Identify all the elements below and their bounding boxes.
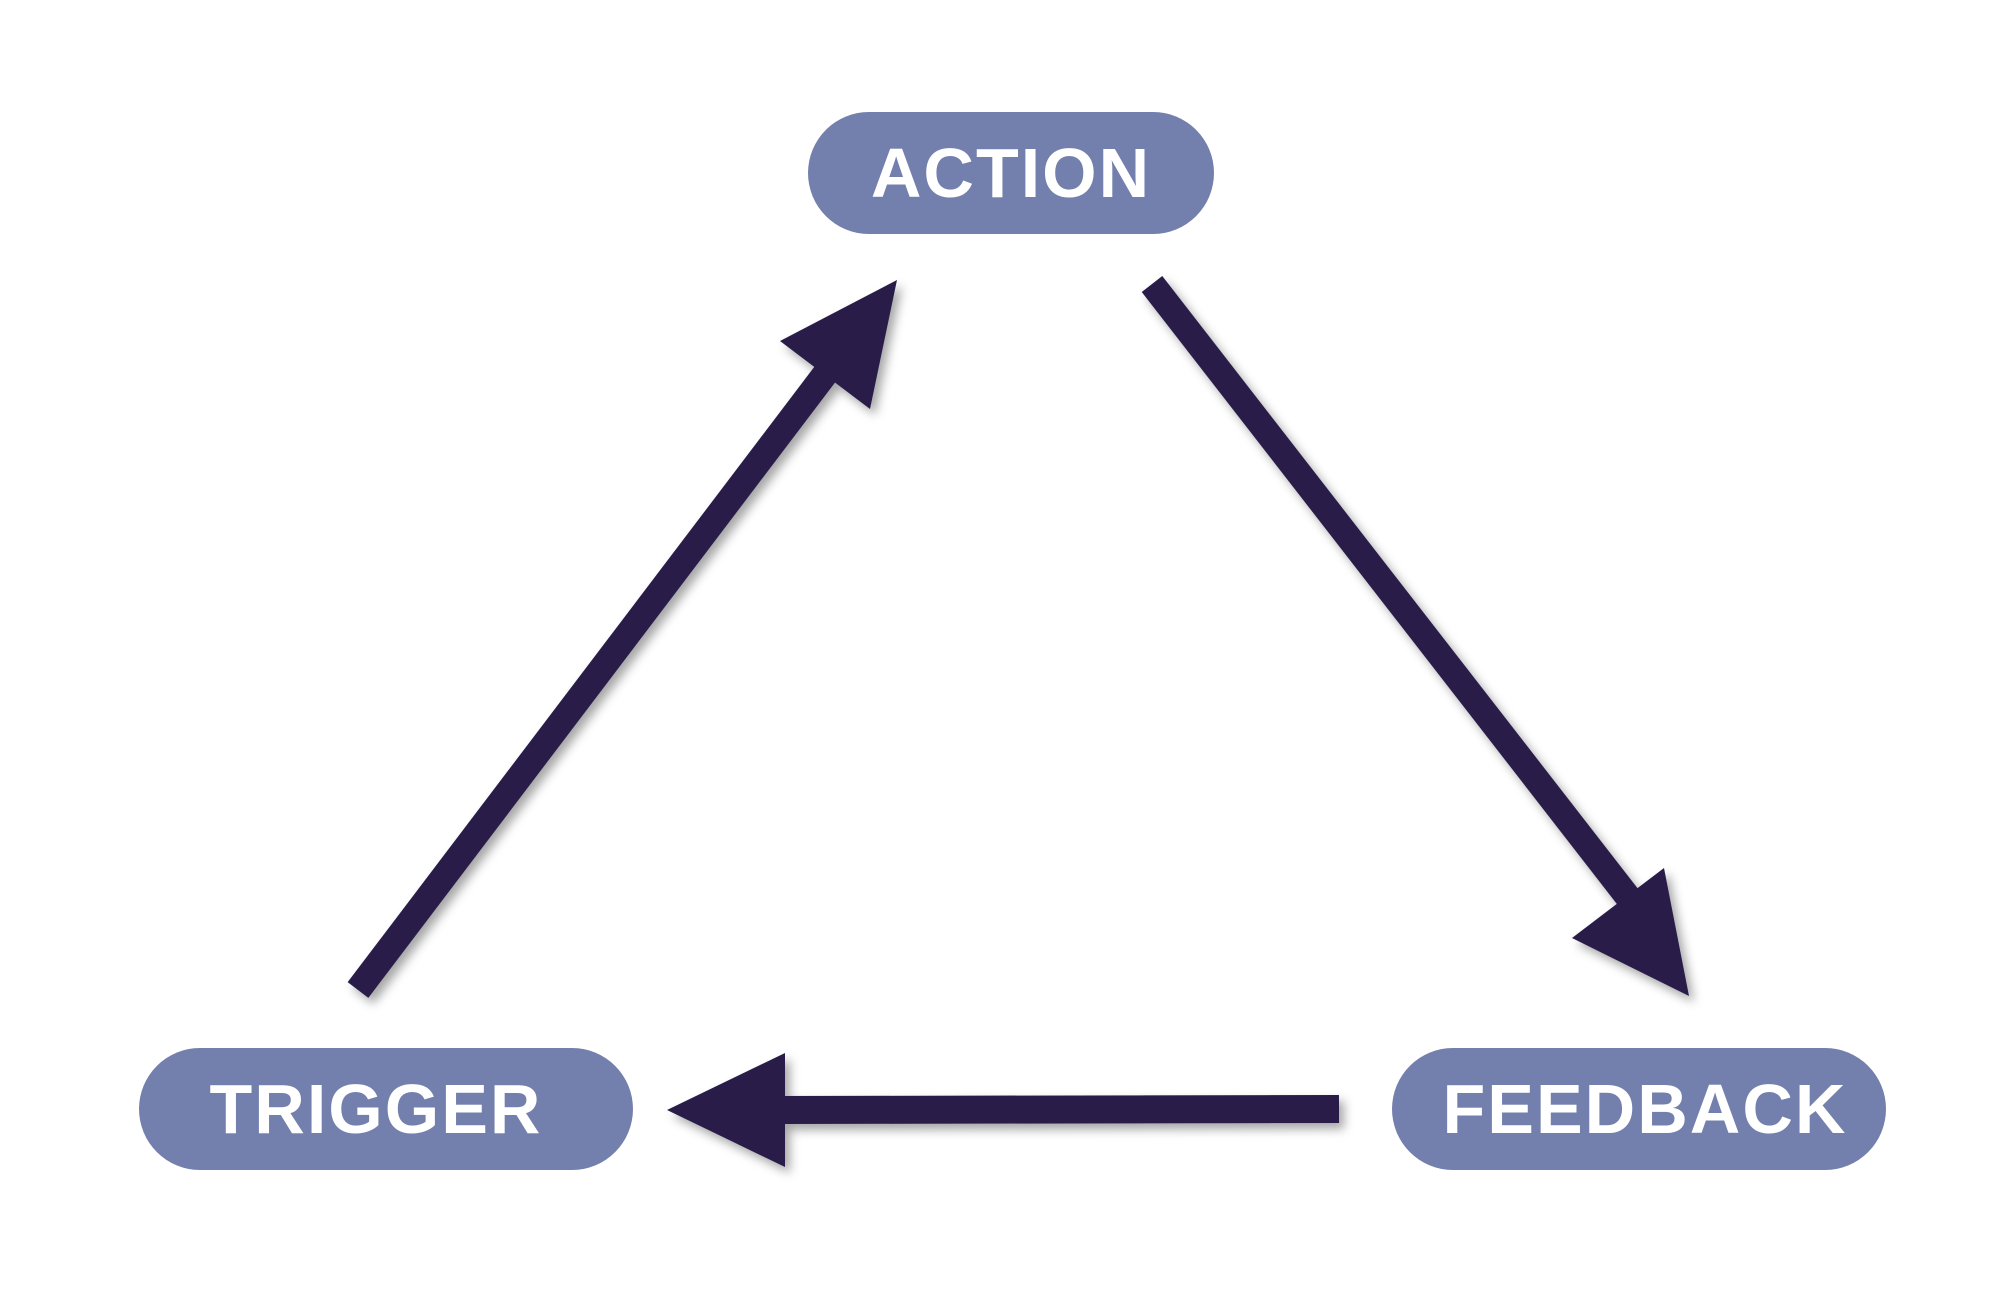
trigger-node-label: TRIGGER	[210, 1070, 543, 1148]
trigger-node: TRIGGER	[139, 1048, 633, 1170]
feedback-node: FEEDBACK	[1392, 1048, 1886, 1170]
trigger-node-pill	[139, 1048, 633, 1170]
arrow-feedback-to-trigger-shaft	[779, 1095, 1340, 1124]
arrow-action-to-feedback-shaft	[1141, 276, 1649, 918]
action-node: ACTION	[808, 112, 1214, 234]
action-node-pill	[808, 112, 1214, 234]
arrow-action-to-feedback	[1141, 276, 1689, 996]
arrow-action-to-feedback-head	[1572, 868, 1689, 996]
action-node-label: ACTION	[871, 134, 1151, 212]
feedback-node-pill	[1392, 1048, 1886, 1170]
arrow-feedback-to-trigger	[667, 1053, 1340, 1167]
arrow-trigger-to-action	[347, 280, 897, 998]
feedback-node-label: FEEDBACK	[1443, 1070, 1848, 1148]
arrow-feedback-to-trigger-head	[667, 1053, 785, 1167]
arrow-trigger-to-action-head	[780, 280, 897, 409]
arrow-trigger-to-action-shaft	[347, 357, 843, 998]
